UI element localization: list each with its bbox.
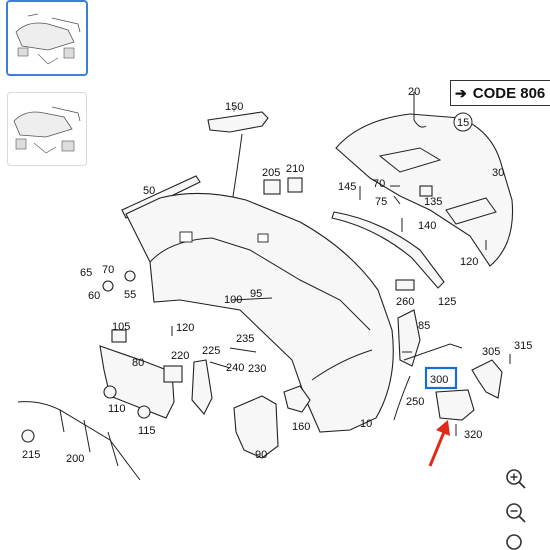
thumbnail-strip xyxy=(0,0,95,175)
label-110: 110 xyxy=(108,403,126,415)
part-125-strip xyxy=(331,211,445,289)
part-225-bracket xyxy=(191,359,213,415)
label-50: 50 xyxy=(143,185,155,197)
label-145: 145 xyxy=(338,181,356,193)
label-225: 225 xyxy=(202,345,220,357)
callout-15-circle xyxy=(453,112,473,132)
thumbnail-1[interactable] xyxy=(6,0,88,76)
label-135: 135 xyxy=(424,196,442,208)
label-215: 215 xyxy=(22,449,40,461)
label-115: 115 xyxy=(138,425,156,437)
part-110-nut xyxy=(103,385,117,399)
label-10: 10 xyxy=(360,418,372,430)
part-260-clip xyxy=(395,279,415,291)
part-220-cover xyxy=(163,365,183,383)
label-70b: 70 xyxy=(102,264,114,276)
part-240-clip xyxy=(209,361,231,369)
part-115-nut xyxy=(137,405,151,419)
label-305: 305 xyxy=(482,346,500,358)
part-305-bracket xyxy=(471,359,503,399)
zoom-out-icon xyxy=(506,503,526,523)
label-120a: 120 xyxy=(176,322,194,334)
label-210: 210 xyxy=(286,163,304,175)
code-label: CODE 806 xyxy=(472,84,546,102)
part-135-clip xyxy=(419,185,433,197)
code-callout: ➔ CODE 806 xyxy=(450,80,550,106)
label-30: 30 xyxy=(492,167,504,179)
part-60-nut xyxy=(102,280,114,292)
label-235: 235 xyxy=(236,333,254,345)
label-160: 160 xyxy=(292,421,310,433)
part-105-clip xyxy=(111,329,127,343)
thumbnail-1-drawing xyxy=(15,13,81,65)
parts-diagram: 150 20 15 30 50 205 210 145 70 75 135 14… xyxy=(17,86,532,481)
label-85: 85 xyxy=(418,320,430,332)
label-60: 60 xyxy=(88,290,100,302)
part-300-highlight xyxy=(424,366,458,390)
part-160-clip xyxy=(283,385,311,413)
part-235-bolt xyxy=(229,347,257,353)
label-100: 100 xyxy=(224,294,242,306)
label-125: 125 xyxy=(438,296,456,308)
label-315: 315 xyxy=(514,340,532,352)
highlight-arrowhead xyxy=(436,420,450,436)
label-150: 150 xyxy=(225,101,243,113)
part-10-bumper xyxy=(125,192,394,433)
label-230: 230 xyxy=(248,363,266,375)
label-250: 250 xyxy=(406,396,424,408)
part-210-clip xyxy=(287,177,303,193)
label-15: 15 xyxy=(457,117,469,129)
part-80-mount xyxy=(99,345,175,419)
zoom-out-button[interactable] xyxy=(500,497,532,529)
label-90: 90 xyxy=(255,449,267,461)
right-arrow-icon: ➔ xyxy=(455,84,467,101)
part-205-clip xyxy=(263,179,281,195)
zoom-in-button[interactable] xyxy=(500,463,532,495)
label-55: 55 xyxy=(124,289,136,301)
part-95-bolt xyxy=(231,297,273,301)
label-75: 75 xyxy=(375,196,387,208)
label-200: 200 xyxy=(66,453,84,465)
part-90-bracket xyxy=(233,395,279,459)
zoom-in-icon xyxy=(506,469,526,489)
label-70: 70 xyxy=(373,178,385,190)
label-260: 260 xyxy=(396,296,414,308)
part-55-clip xyxy=(124,270,136,282)
thumbnail-2-drawing xyxy=(13,106,81,154)
label-20: 20 xyxy=(408,86,420,98)
highlight-arrow xyxy=(428,431,446,467)
zoom-reset-icon xyxy=(506,534,522,550)
part-85-bracket xyxy=(397,309,421,367)
label-105: 105 xyxy=(112,321,130,333)
label-120b: 120 xyxy=(460,256,478,268)
label-220: 220 xyxy=(171,350,189,362)
zoom-reset-button[interactable] xyxy=(500,530,532,550)
label-205: 205 xyxy=(262,167,280,179)
part-300-sensor xyxy=(435,389,475,421)
label-240: 240 xyxy=(226,362,244,374)
label-80: 80 xyxy=(132,357,144,369)
label-95: 95 xyxy=(250,288,262,300)
part-20-wire xyxy=(413,92,427,128)
part-150-panel xyxy=(207,111,269,133)
label-65: 65 xyxy=(80,267,92,279)
label-140: 140 xyxy=(418,220,436,232)
thumbnail-2[interactable] xyxy=(7,92,87,166)
part-215-plug xyxy=(21,429,35,443)
label-320: 320 xyxy=(464,429,482,441)
part-75-clip xyxy=(393,195,401,205)
label-300: 300 xyxy=(430,374,448,386)
